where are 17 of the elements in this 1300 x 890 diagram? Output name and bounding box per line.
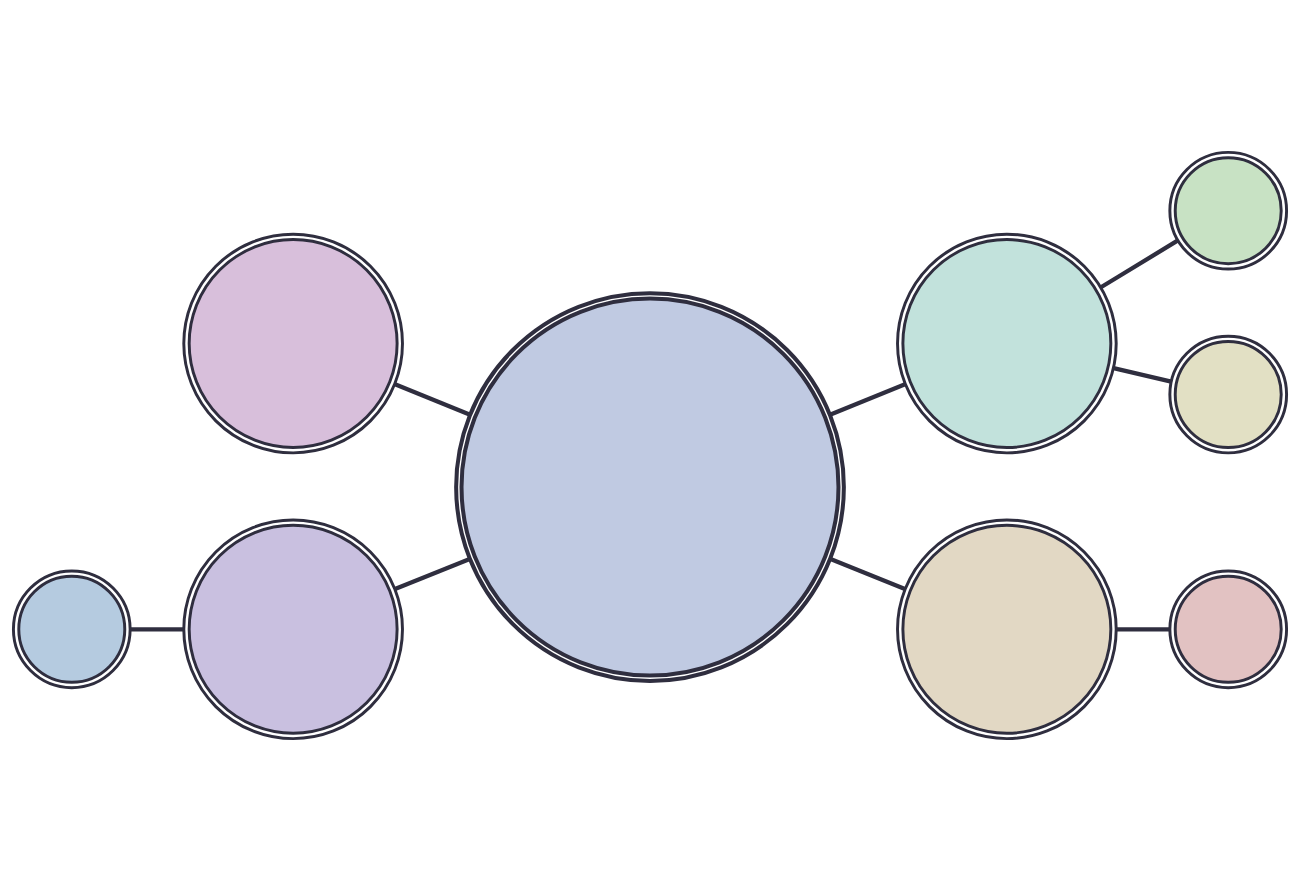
node-circle [1168,334,1289,454]
connector [394,381,471,417]
connector [1116,626,1170,631]
node-circle [1168,150,1289,271]
node-circle [11,568,132,689]
connector [130,626,184,631]
node-circle [182,232,404,454]
connector [829,381,906,417]
connector [1113,365,1172,384]
node-circle [454,290,846,683]
node-circle [182,518,404,740]
connector [1099,238,1179,289]
connector [394,556,471,591]
connector [829,556,906,591]
node-circle [896,232,1118,454]
node-circle [1168,568,1289,689]
node-circle [896,518,1118,740]
